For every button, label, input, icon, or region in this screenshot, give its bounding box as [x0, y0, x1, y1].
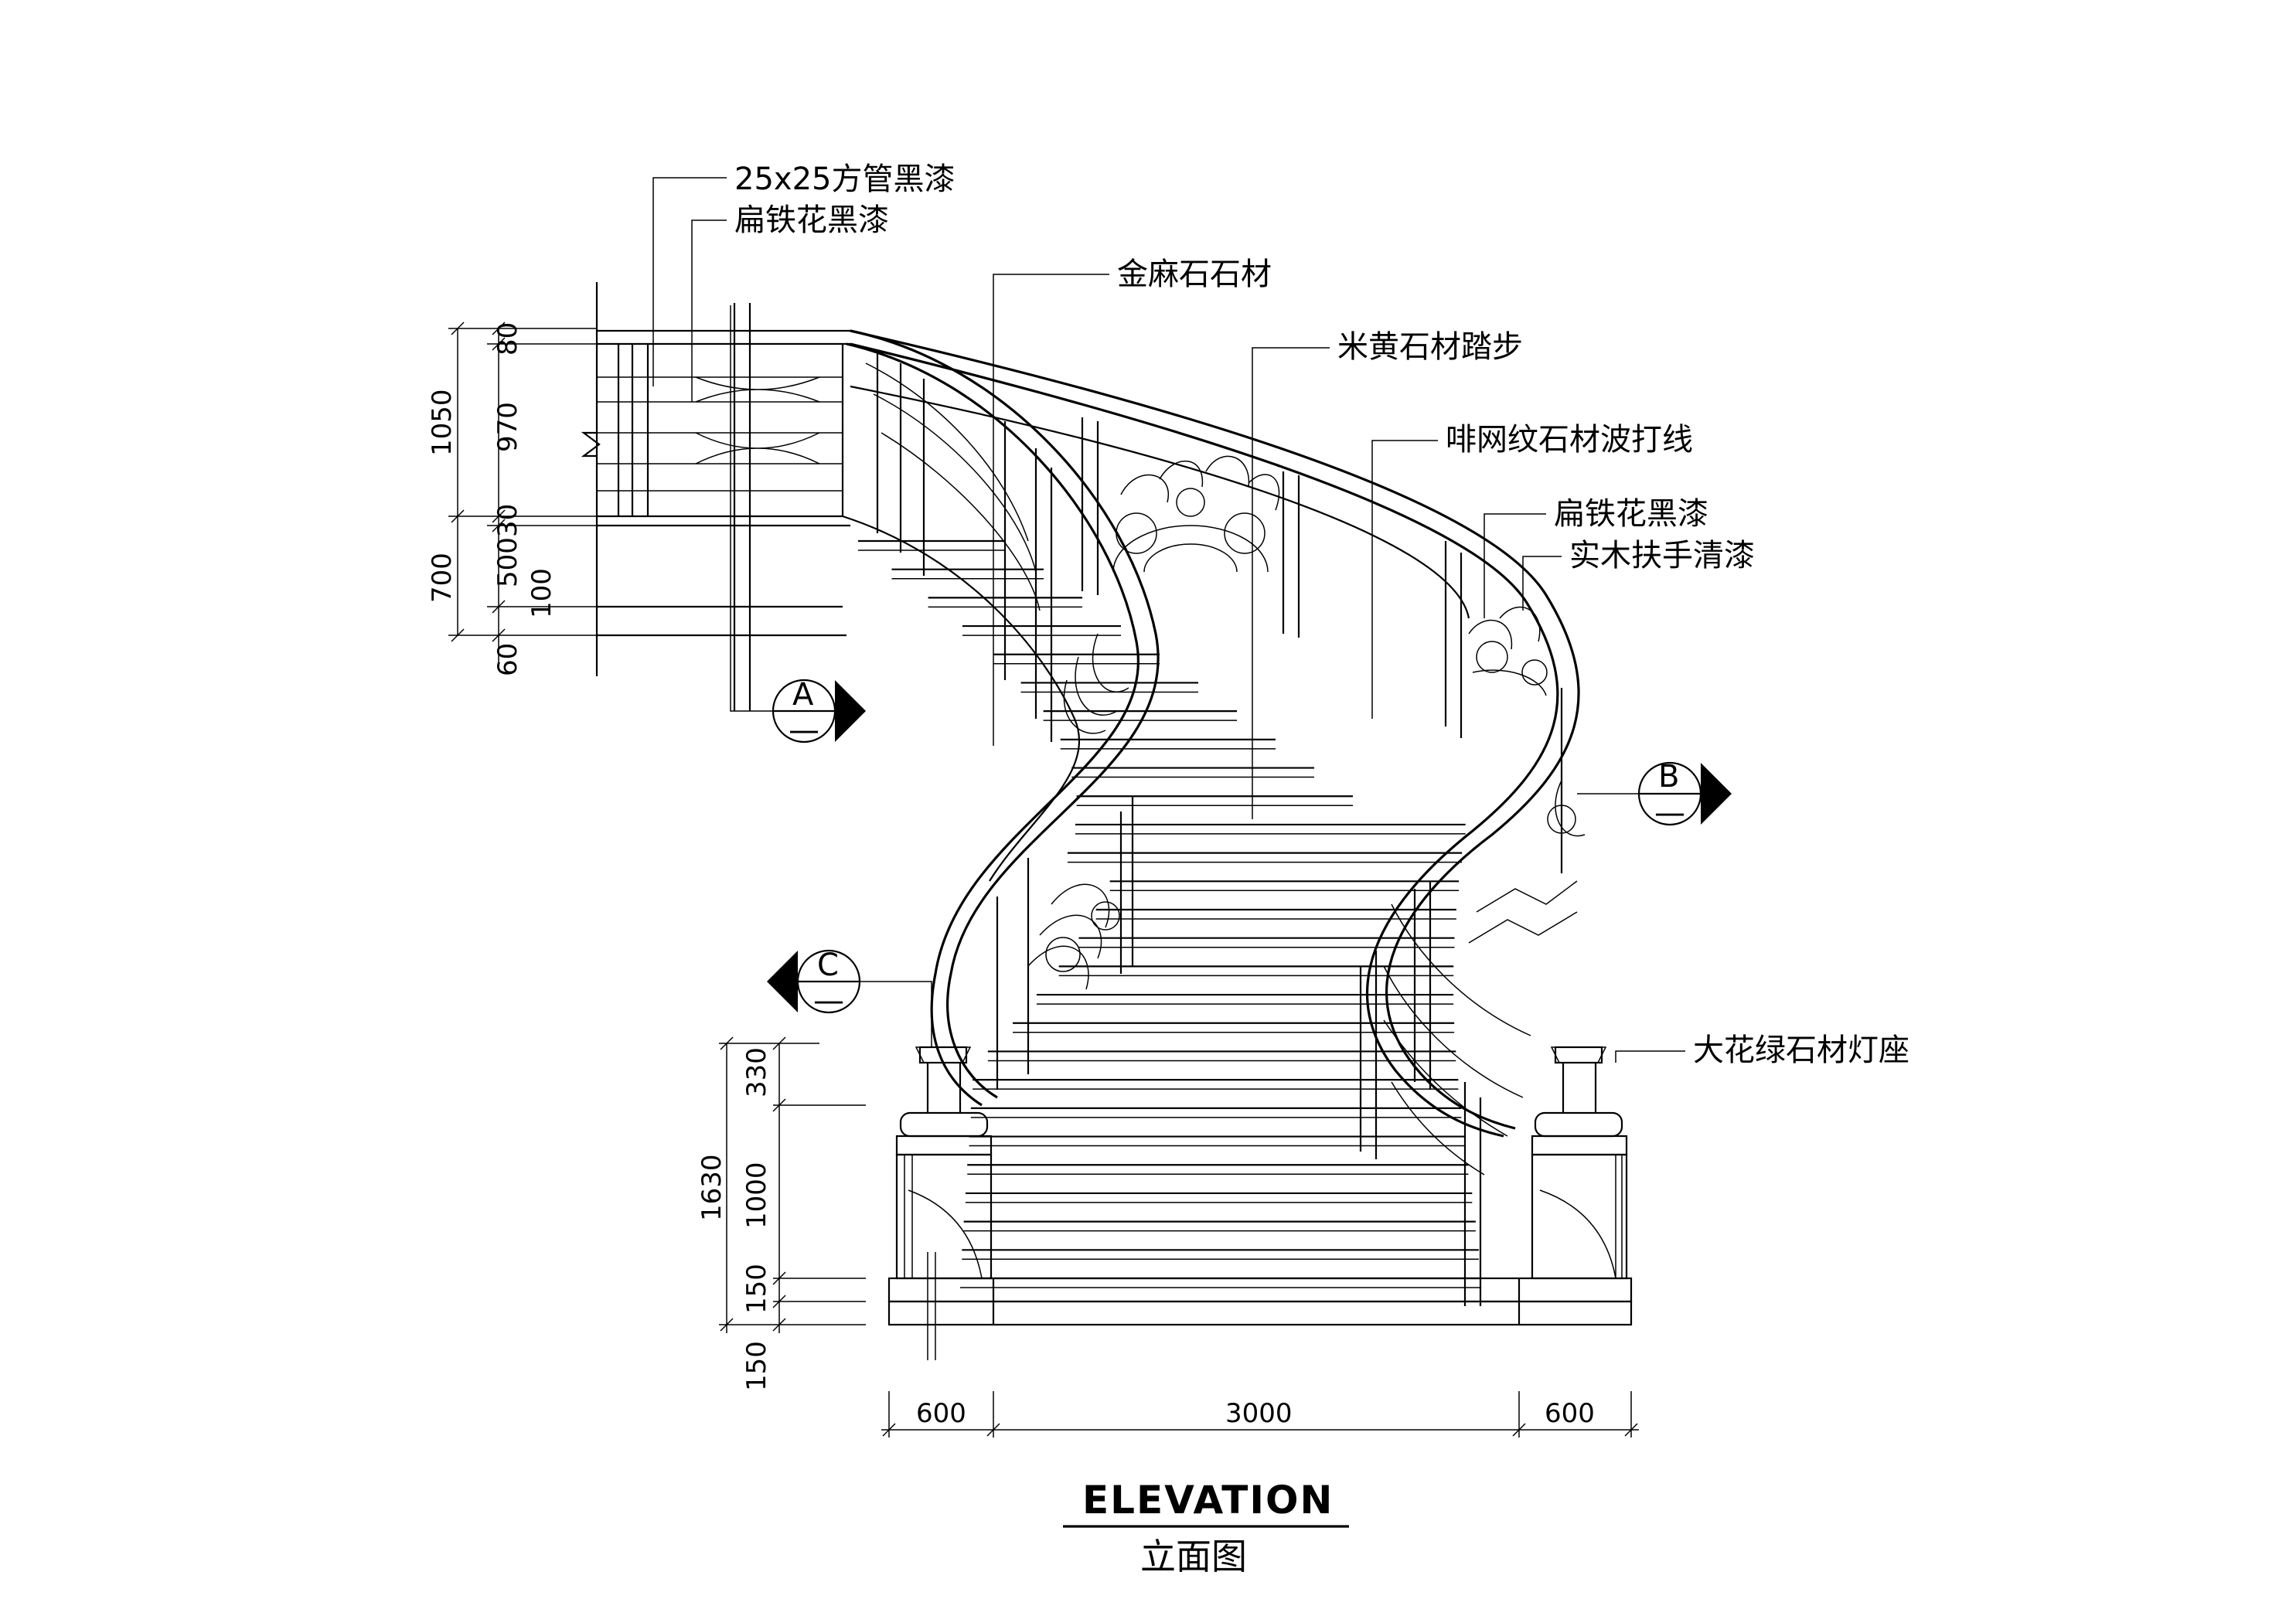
stair-treads — [858, 539, 1482, 1288]
dim-bottom-600-right: 600 — [1545, 1398, 1595, 1429]
callout-flat-iron-1: 扁铁花黑漆 — [734, 202, 889, 238]
svg-text:—: — — [789, 713, 819, 748]
drawing-title-en: ELEVATION — [1082, 1478, 1334, 1523]
dim-500: 500 — [492, 537, 523, 587]
right-handrail — [850, 329, 1586, 1306]
dim-1630: 1630 — [697, 1154, 727, 1221]
lower-dimension-lines — [719, 1036, 866, 1333]
dim-1050: 1050 — [427, 389, 458, 456]
dim-330: 330 — [741, 1047, 772, 1097]
callout-lamp-base: 大花绿石材灯座 — [1693, 1033, 1909, 1068]
svg-text:A: A — [792, 677, 814, 713]
dim-30: 30 — [492, 504, 523, 537]
bottom-dimension-lines — [881, 1391, 1639, 1438]
section-marker-c: C — — [767, 948, 932, 1047]
stair-base — [887, 1252, 1633, 1360]
dim-700: 700 — [427, 553, 458, 603]
svg-text:C: C — [817, 948, 839, 983]
callout-golden-granite: 金麻石石材 — [1117, 257, 1272, 292]
dim-970: 970 — [492, 402, 523, 452]
right-newel-pedestal — [1531, 1046, 1628, 1280]
svg-text:B: B — [1658, 759, 1679, 794]
dim-100: 100 — [526, 568, 557, 618]
dim-150-b: 150 — [741, 1341, 772, 1391]
callout-coffee-border: 啡网纹石材波打线 — [1446, 422, 1693, 458]
callout-wood-handrail: 实木扶手清漆 — [1569, 538, 1755, 573]
left-newel-pedestal — [895, 1046, 993, 1280]
dim-60: 60 — [492, 643, 523, 676]
dim-150-a: 150 — [741, 1264, 772, 1314]
upper-landing — [581, 282, 850, 711]
upper-dimension-lines — [448, 322, 597, 669]
left-handrail — [842, 329, 1160, 1107]
dim-bottom-600-left: 600 — [916, 1398, 966, 1429]
drawing-title-cn: 立面图 — [1140, 1536, 1247, 1577]
dim-80: 80 — [492, 322, 523, 356]
callout-leaders — [652, 177, 1685, 1063]
svg-text:—: — — [813, 983, 844, 1019]
callout-flat-iron-2: 扁铁花黑漆 — [1554, 496, 1708, 532]
section-marker-b: B — — [1577, 759, 1732, 831]
section-marker-a: A — — [730, 305, 866, 748]
svg-text:—: — — [1654, 795, 1685, 831]
dim-1000: 1000 — [741, 1162, 772, 1229]
callout-beige-tread: 米黄石材踏步 — [1337, 329, 1523, 365]
callout-square-tube: 25x25方管黑漆 — [734, 162, 955, 197]
dim-bottom-3000: 3000 — [1225, 1398, 1293, 1429]
